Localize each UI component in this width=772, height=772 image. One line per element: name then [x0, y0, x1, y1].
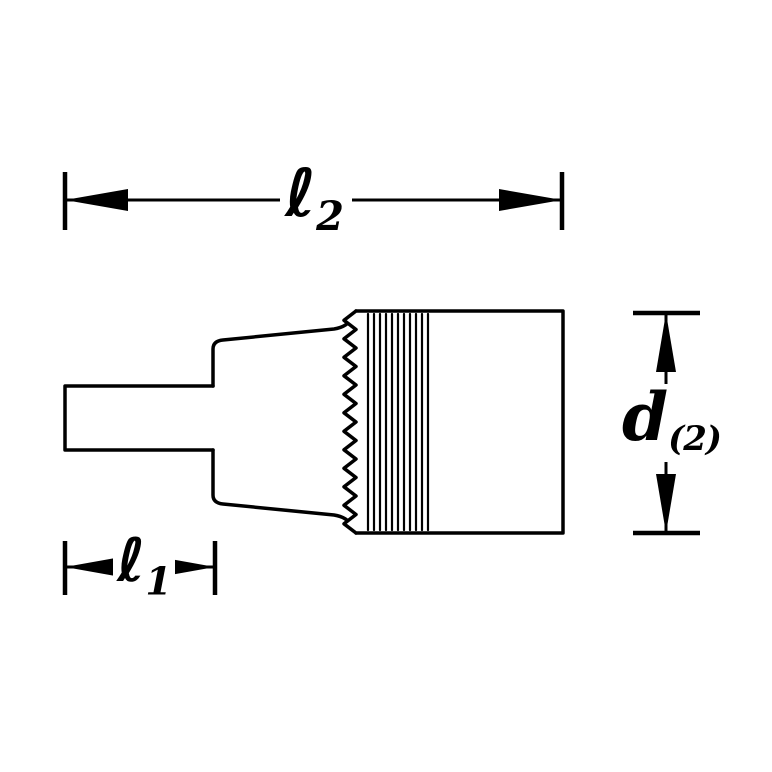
dim-l1-arrow-left [65, 557, 121, 577]
dim-d2-arrow-up [656, 313, 676, 372]
dim-label-l2: ℓ2 [281, 160, 347, 237]
knurl-lines [366, 312, 430, 532]
dim-l2-arrow-left [65, 189, 128, 211]
dim-label-l2-subscript: 2 [316, 193, 344, 240]
dim-l2-arrow-right [499, 189, 562, 211]
dim-d2-arrow-down [656, 474, 676, 533]
dim-label-l2-letter: ℓ [285, 154, 317, 232]
socket-drawing [63, 309, 565, 535]
dim-label-l1: ℓ1 [113, 531, 175, 604]
dim-label-d2-letter: d [622, 378, 669, 456]
dim-label-d2: d(2) [618, 384, 725, 460]
dimension-d2 [633, 310, 700, 536]
dimension-l2 [62, 172, 565, 230]
dim-label-l1-subscript: 1 [145, 558, 171, 604]
socket-bit-shank [63, 384, 215, 452]
dim-label-l1-letter: ℓ [117, 526, 146, 596]
socket-body-outline [342, 309, 565, 535]
socket-bit-holder [211, 309, 358, 535]
dim-label-d2-subscript: (2) [668, 419, 722, 460]
